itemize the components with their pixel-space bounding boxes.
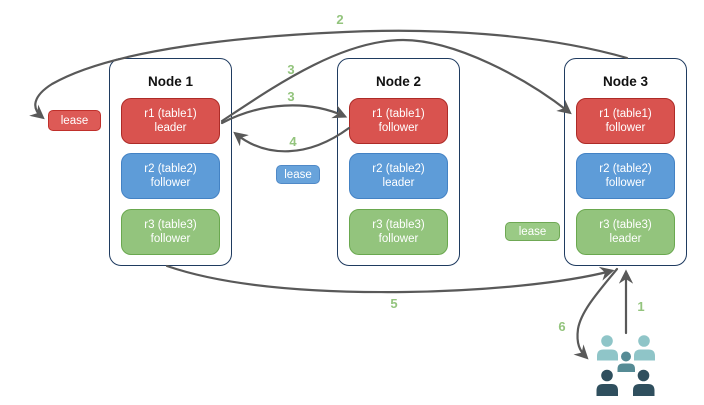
step-label-2: 2 — [336, 12, 344, 27]
replica-role: leader — [609, 233, 642, 245]
node2-replica-r1-follower: r1 (table1) follower — [349, 98, 448, 144]
lease-badge-green: lease — [505, 222, 560, 241]
replica-role: follower — [378, 122, 419, 134]
replica-role: follower — [378, 233, 419, 245]
users-group-icon — [596, 335, 655, 396]
node-title: Node 1 — [147, 74, 193, 89]
node-2-box: Node 2 r1 (table1) follower r2 (table2) … — [337, 58, 460, 266]
node2-replica-r3-follower: r3 (table3) follower — [349, 209, 448, 255]
replica-name: r3 (table3) — [144, 218, 197, 231]
node1-replica-r2-follower: r2 (table2) follower — [121, 153, 220, 199]
replica-name: r1 (table1) — [599, 107, 652, 120]
step-label-3b: 3 — [287, 89, 295, 104]
replica-role: follower — [605, 122, 646, 134]
node1-replica-r3-follower: r3 (table3) follower — [121, 209, 220, 255]
arrow-step-6-node3-to-users — [573, 267, 619, 360]
replica-name: r2 (table2) — [599, 162, 652, 175]
replica-name: r1 (table1) — [144, 107, 197, 120]
node1-replica-r1-leader: r1 (table1) leader — [121, 98, 220, 144]
step-label-5: 5 — [390, 296, 398, 311]
replica-role: leader — [154, 122, 187, 134]
lease-badge-blue: lease — [276, 165, 320, 184]
replica-role: follower — [150, 233, 191, 245]
lease-badge-red: lease — [48, 110, 101, 131]
arrow-step-5-node1-to-node3 — [165, 264, 615, 294]
node2-replica-r2-leader: r2 (table2) leader — [349, 153, 448, 199]
node-title: Node 3 — [602, 74, 648, 89]
node3-replica-r3-leader: r3 (table3) leader — [576, 209, 675, 255]
node-1-box: Node 1 r1 (table1) leader r2 (table2) fo… — [109, 58, 232, 266]
replica-name: r2 (table2) — [372, 162, 425, 175]
step-label-1: 1 — [637, 299, 645, 314]
step-label-4: 4 — [289, 134, 297, 149]
replica-name: r3 (table3) — [372, 218, 425, 231]
step-label-6: 6 — [558, 319, 566, 334]
replica-role: follower — [150, 177, 191, 189]
node3-replica-r2-follower: r2 (table2) follower — [576, 153, 675, 199]
node-title: Node 2 — [375, 74, 421, 89]
replica-role: leader — [382, 177, 415, 189]
arrow-step-3-node1-leader-to-node2-follower — [220, 104, 348, 125]
replica-name: r3 (table3) — [599, 218, 652, 231]
replica-role: follower — [605, 177, 646, 189]
replica-name: r2 (table2) — [144, 162, 197, 175]
node-3-box: Node 3 r1 (table1) follower r2 (table2) … — [564, 58, 687, 266]
step-label-3a: 3 — [287, 62, 295, 77]
node3-replica-r1-follower: r1 (table1) follower — [576, 98, 675, 144]
replica-name: r1 (table1) — [372, 107, 425, 120]
